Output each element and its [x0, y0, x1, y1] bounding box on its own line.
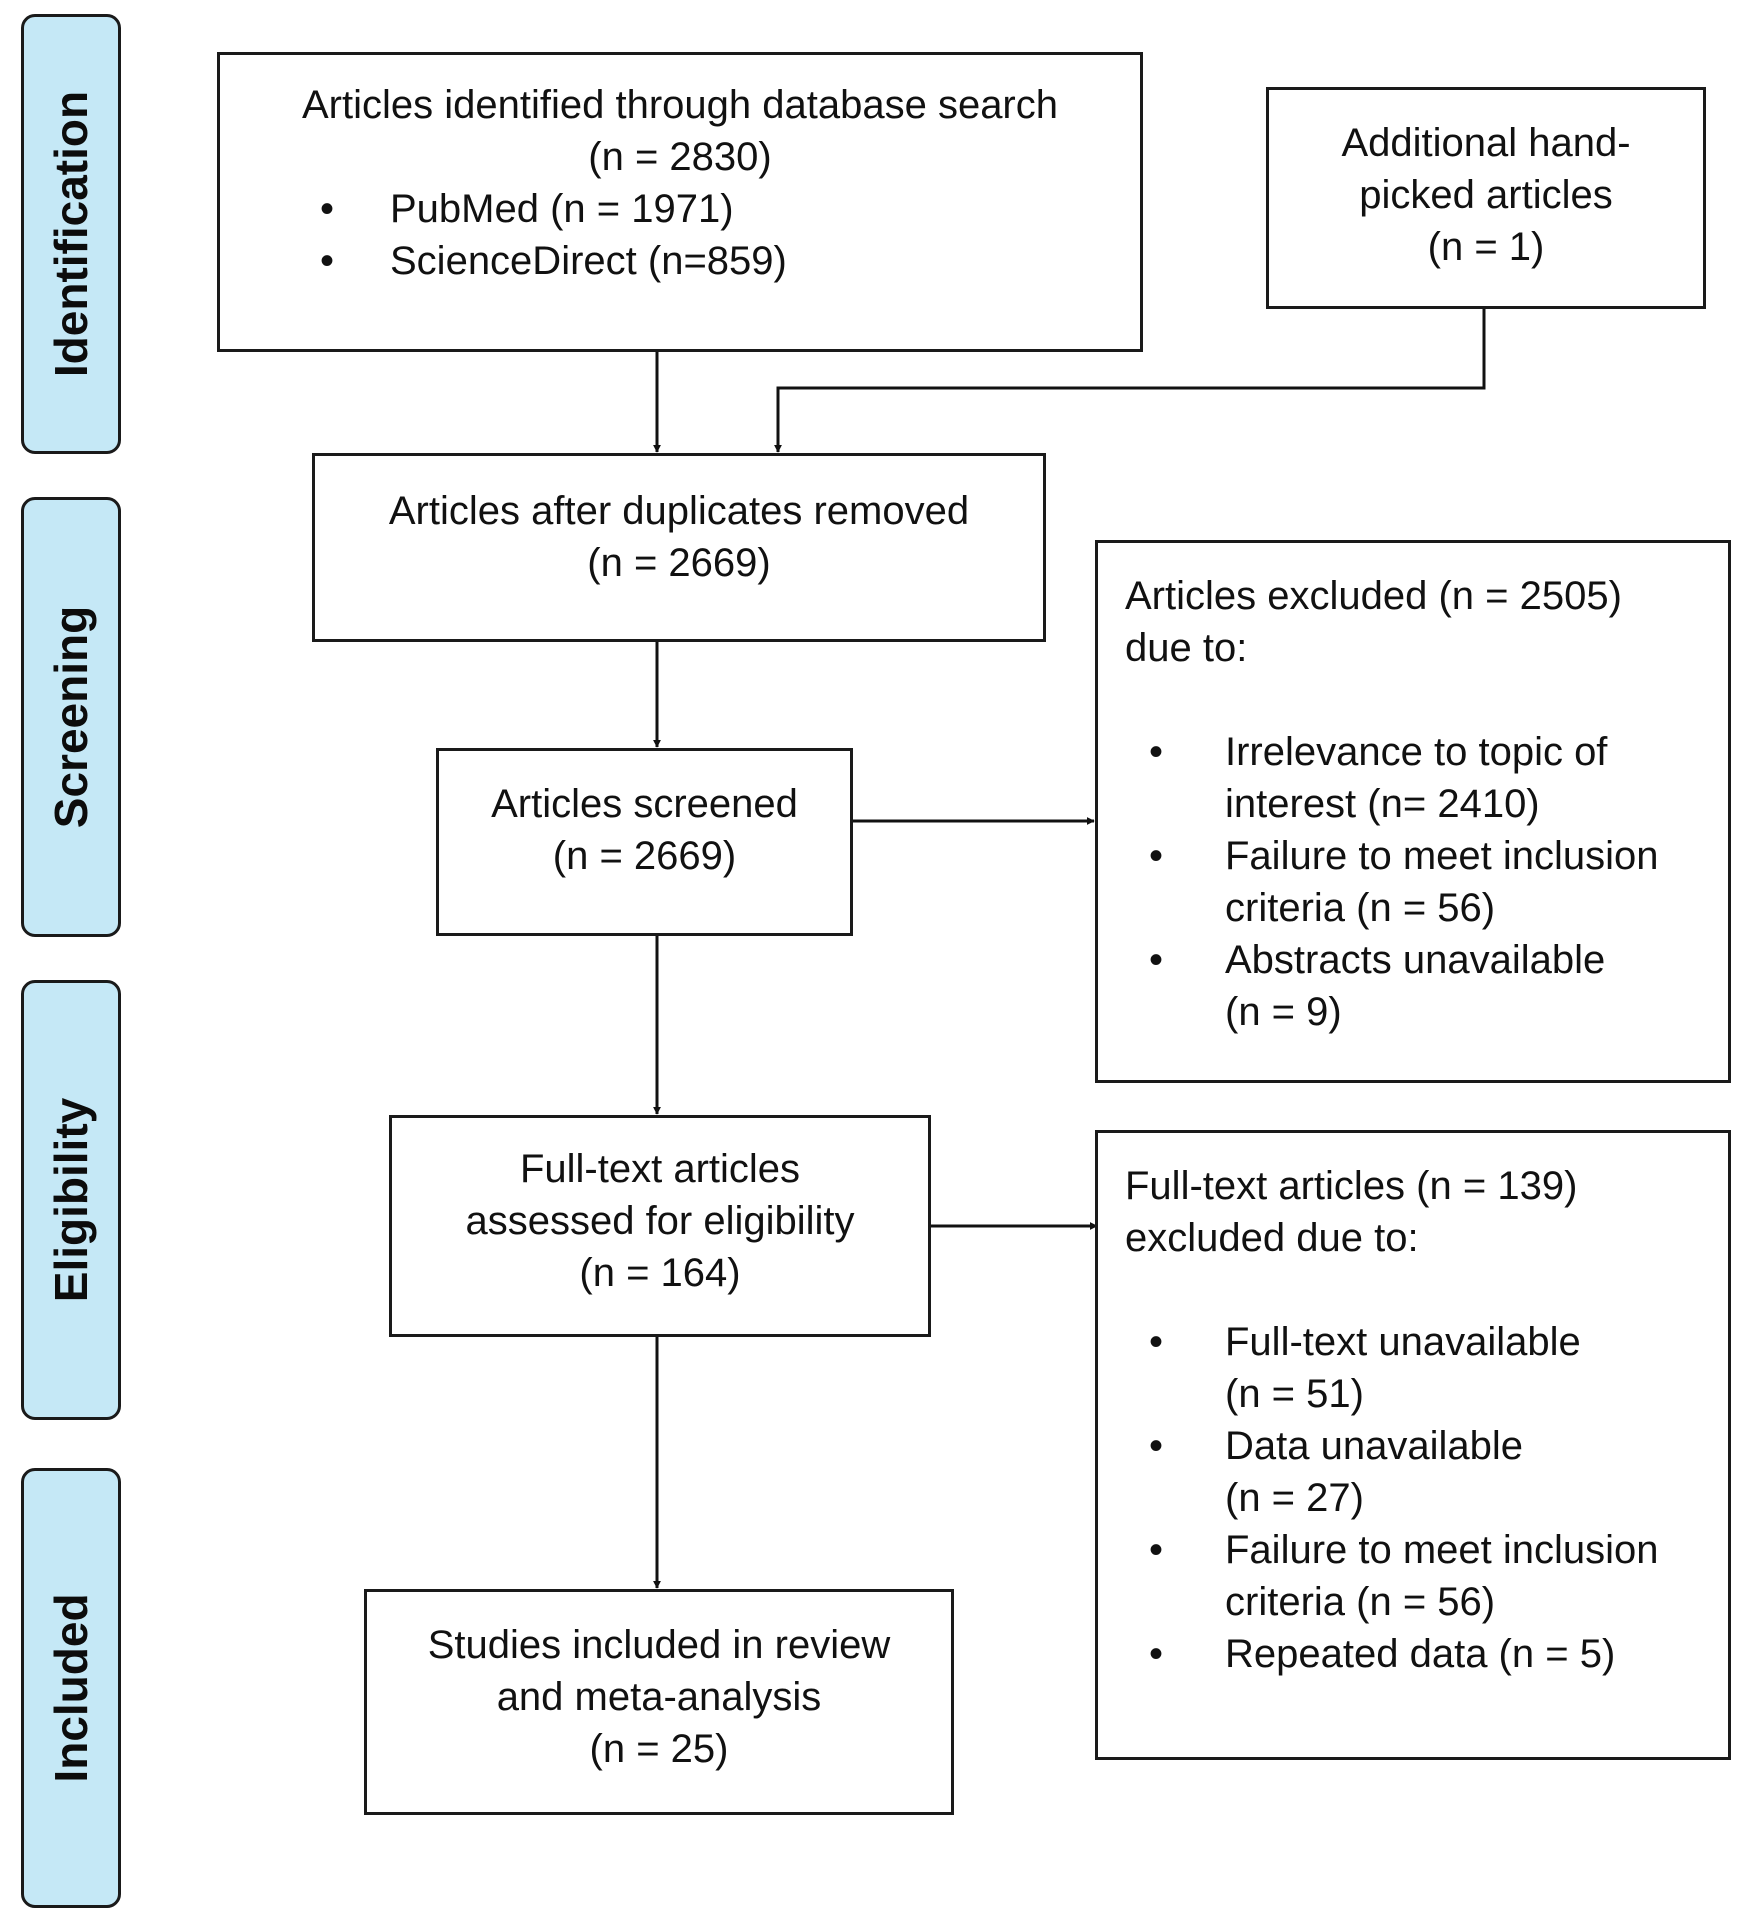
- spacer: [1125, 1264, 1728, 1316]
- stage-eligibility: Eligibility: [21, 980, 121, 1420]
- included-count: (n = 25): [589, 1727, 729, 1771]
- stage-label: Included: [45, 1593, 97, 1783]
- identified-title: Articles identified through database sea…: [301, 83, 1058, 127]
- excluded-fulltext-heading: excluded due to:: [1125, 1216, 1419, 1260]
- exclusion-reason: Failure to meet inclusion criteria (n = …: [1125, 830, 1728, 934]
- reason-text: Full-text unavailable: [1225, 1320, 1581, 1364]
- excluded-screening-box: Articles excluded (n = 2505) due to: Irr…: [1095, 540, 1731, 1083]
- exclusion-reason: Abstracts unavailable (n = 9): [1125, 934, 1728, 1038]
- excluded-fulltext-heading: Full-text articles (n = 139): [1125, 1164, 1578, 1208]
- source-item: ScienceDirect (n=859): [220, 235, 1140, 287]
- reason-text: Failure to meet inclusion: [1225, 1528, 1659, 1572]
- reason-text: Data unavailable: [1225, 1424, 1523, 1468]
- fulltext-line: Full-text articles: [519, 1147, 801, 1191]
- deduplicated-box: Articles after duplicates removed (n = 2…: [312, 453, 1046, 642]
- stage-label: Eligibility: [45, 1097, 97, 1303]
- spacer: [1125, 674, 1728, 726]
- fulltext-count: (n = 164): [579, 1251, 741, 1295]
- additional-line: picked articles: [1359, 173, 1613, 217]
- identified-box: Articles identified through database sea…: [217, 52, 1143, 352]
- fulltext-box: Full-text articles assessed for eligibil…: [389, 1115, 931, 1337]
- deduplicated-title: Articles after duplicates removed: [388, 489, 970, 533]
- exclusion-reason: Repeated data (n = 5): [1125, 1628, 1728, 1680]
- screened-title: Articles screened: [491, 782, 798, 826]
- reason-text: (n = 51): [1225, 1372, 1364, 1416]
- excluded-screening-reasons: Irrelevance to topic of interest (n= 241…: [1125, 726, 1728, 1038]
- screened-box: Articles screened (n = 2669): [436, 748, 853, 936]
- exclusion-reason: Full-text unavailable (n = 51): [1125, 1316, 1728, 1420]
- source-item: PubMed (n = 1971): [220, 183, 1140, 235]
- excluded-screening-heading: due to:: [1125, 626, 1248, 670]
- additional-count: (n = 1): [1427, 225, 1545, 269]
- reason-text: Repeated data (n = 5): [1225, 1632, 1616, 1676]
- reason-text: Irrelevance to topic of: [1225, 730, 1608, 774]
- identified-count: (n = 2830): [588, 135, 772, 179]
- excluded-fulltext-reasons: Full-text unavailable (n = 51) Data unav…: [1125, 1316, 1728, 1680]
- stage-label: Identification: [45, 90, 97, 378]
- exclusion-reason: Failure to meet inclusion criteria (n = …: [1125, 1524, 1728, 1628]
- reason-text: Abstracts unavailable: [1225, 938, 1606, 982]
- reason-text: criteria (n = 56): [1225, 886, 1496, 930]
- exclusion-reason: Data unavailable (n = 27): [1125, 1420, 1728, 1524]
- reason-text: Failure to meet inclusion: [1225, 834, 1659, 878]
- reason-text: criteria (n = 56): [1225, 1580, 1496, 1624]
- stage-screening: Screening: [21, 497, 121, 937]
- deduplicated-count: (n = 2669): [587, 541, 771, 585]
- additional-line: Additional hand-: [1341, 121, 1631, 165]
- excluded-screening-heading: Articles excluded (n = 2505): [1125, 574, 1622, 618]
- screened-count: (n = 2669): [552, 834, 737, 878]
- fulltext-line: assessed for eligibility: [465, 1199, 855, 1243]
- reason-text: interest (n= 2410): [1225, 782, 1540, 826]
- additional-box: Additional hand- picked articles (n = 1): [1266, 87, 1706, 309]
- included-line: and meta-analysis: [496, 1675, 822, 1719]
- stage-identification: Identification: [21, 14, 121, 454]
- stage-label: Screening: [45, 605, 97, 829]
- reason-text: (n = 9): [1225, 990, 1342, 1034]
- reason-text: (n = 27): [1225, 1476, 1364, 1520]
- source-list: PubMed (n = 1971) ScienceDirect (n=859): [220, 183, 1140, 287]
- included-line: Studies included in review: [427, 1623, 891, 1667]
- included-box: Studies included in review and meta-anal…: [364, 1589, 954, 1815]
- stage-included: Included: [21, 1468, 121, 1908]
- exclusion-reason: Irrelevance to topic of interest (n= 241…: [1125, 726, 1728, 830]
- excluded-fulltext-box: Full-text articles (n = 139) excluded du…: [1095, 1130, 1731, 1760]
